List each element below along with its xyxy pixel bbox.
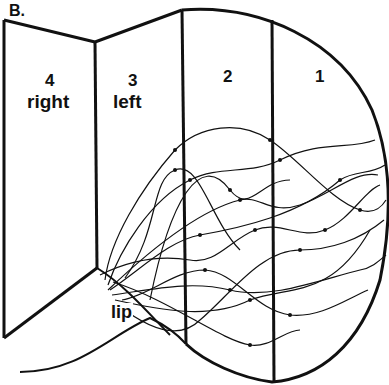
- side-label: left: [112, 92, 143, 111]
- region-number: 1: [314, 68, 325, 85]
- region-number: 4: [44, 72, 55, 89]
- panel-letter: B.: [8, 3, 26, 19]
- region-number: 3: [127, 72, 138, 89]
- region-number: 2: [222, 68, 233, 85]
- region-label: lip: [110, 303, 133, 321]
- side-label: right: [26, 92, 70, 111]
